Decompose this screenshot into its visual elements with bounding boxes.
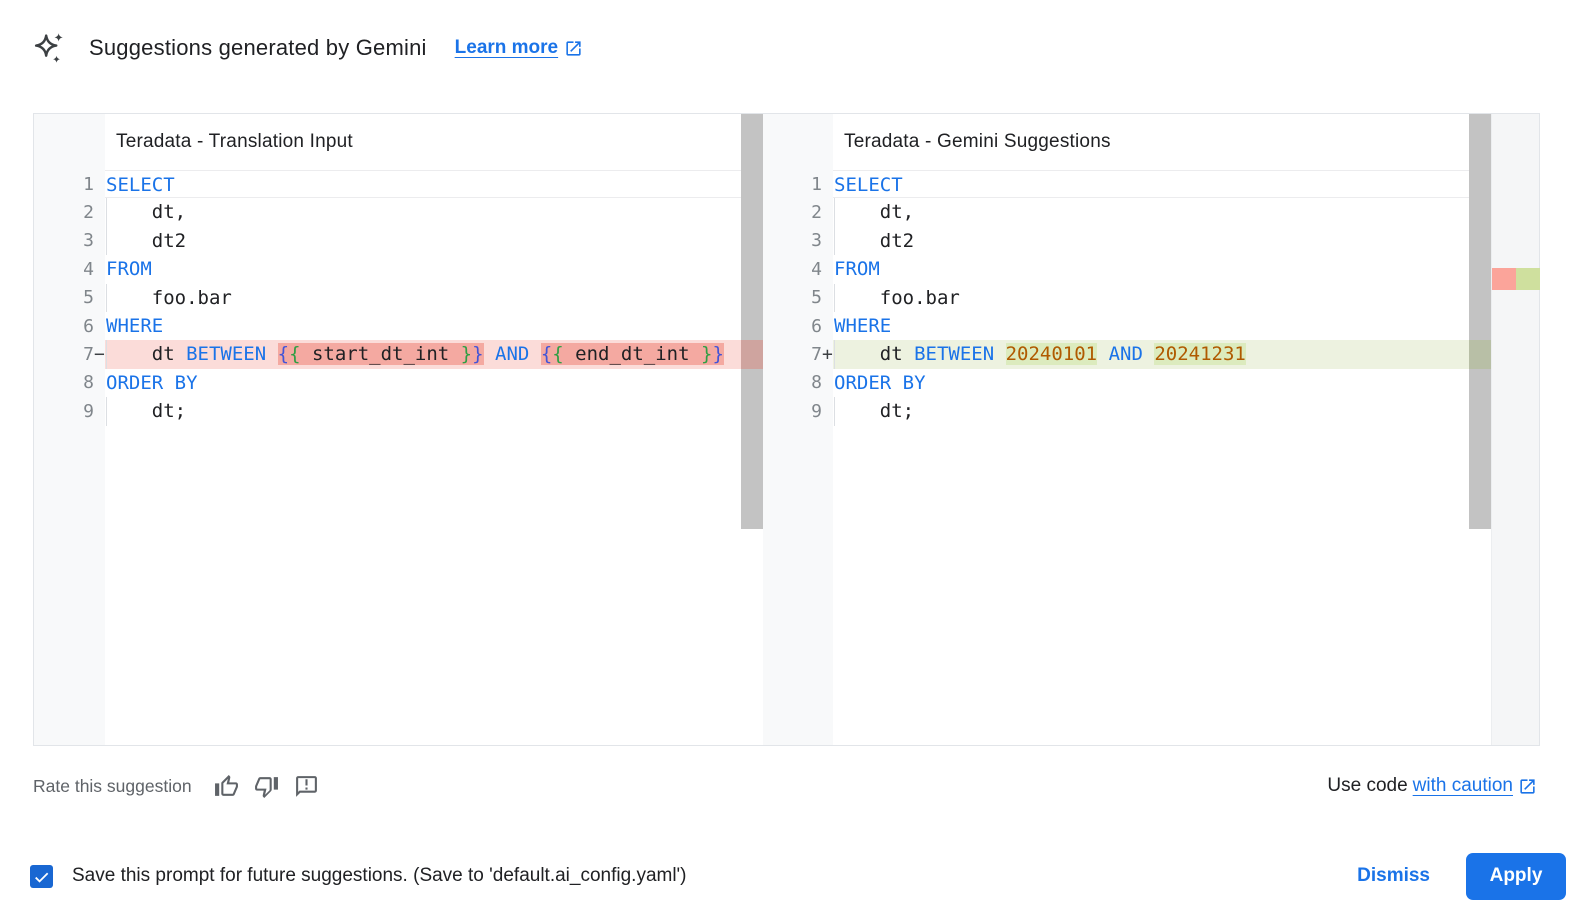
thumbs-up-button[interactable] [214, 774, 239, 799]
code-line: FROM [834, 258, 880, 281]
line-number: 3 [83, 230, 94, 252]
overview-added-marker [1516, 268, 1540, 290]
code-line: WHERE [106, 314, 164, 337]
right-scrollbar[interactable] [1469, 114, 1491, 745]
line-number: 6 [83, 315, 94, 337]
line-number: 2 [811, 202, 822, 224]
rate-row: Rate this suggestion Use code with cauti… [0, 770, 1574, 802]
code-line: SELECT [105, 170, 741, 199]
save-prompt-label: Save this prompt for future suggestions.… [72, 865, 687, 886]
code-panel: 1 2 3 4 5 6 7− 8 9 Teradata - Translation Input … [34, 114, 741, 745]
learn-more-link[interactable]: Learn more [455, 37, 583, 59]
action-bar: Save this prompt for future suggestions.… [0, 852, 1574, 900]
line-number: 2 [83, 202, 94, 224]
external-link-icon [1520, 778, 1535, 794]
line-number: 4 [83, 258, 94, 280]
line-number: 1 [811, 173, 822, 195]
code-line: SELECT [833, 170, 1469, 199]
line-number: 9 [811, 400, 822, 422]
removed-line-scroll-marker [741, 340, 763, 369]
code-line: FROM [106, 258, 152, 281]
code-panel: 1 2 3 4 5 6 7+ 8 9 Teradata - Gemini Suggestions… [763, 114, 1469, 745]
line-number: 4 [811, 258, 822, 280]
line-number-gutter: 1 2 3 4 5 6 7+ 8 9 [763, 114, 833, 745]
external-link-icon [566, 40, 581, 56]
line-number: 8 [811, 372, 822, 394]
code-line: dt BETWEEN 20240101 AND 20241231 [833, 340, 1469, 370]
code-line: dt; [105, 397, 741, 426]
added-line-scroll-marker [1469, 340, 1491, 369]
line-number: 7+ [811, 344, 833, 366]
code-line: ORDER BY [106, 371, 198, 394]
gemini-sparkle-icon [34, 33, 63, 63]
scrollbar-thumb[interactable] [1469, 114, 1491, 529]
left-scrollbar[interactable] [741, 114, 763, 745]
code-line: dt2 [833, 226, 1469, 256]
use-code-caution: Use code with caution [1327, 775, 1537, 797]
line-number: 5 [811, 287, 822, 309]
overview-removed-marker [1492, 268, 1516, 290]
report-feedback-button[interactable] [294, 774, 319, 799]
code-line: foo.bar [833, 283, 1469, 313]
diff-container: 1 2 3 4 5 6 7− 8 9 Teradata - Translation Input … [33, 113, 1540, 746]
diff-overview-ruler[interactable] [1491, 114, 1540, 745]
checkmark-icon [35, 872, 49, 883]
gemini-suggestions-header: Suggestions generated by Gemini Learn mo… [0, 0, 1574, 66]
scrollbar-thumb[interactable] [741, 114, 763, 529]
with-caution-link[interactable]: with caution [1412, 775, 1513, 796]
code-line: dt; [833, 397, 1469, 426]
code-line: WHERE [834, 314, 892, 337]
code-line: foo.bar [105, 283, 741, 313]
thumbs-down-button[interactable] [254, 774, 279, 799]
code-line: ORDER BY [834, 371, 926, 394]
dismiss-button[interactable]: Dismiss [1339, 855, 1448, 897]
line-number: 5 [83, 287, 94, 309]
line-number: 9 [83, 400, 94, 422]
panel-title: Teradata - Gemini Suggestions [844, 131, 1111, 152]
code-line: dt BETWEEN {{ start_dt_int }} AND {{ end… [105, 340, 741, 370]
line-number-gutter: 1 2 3 4 5 6 7− 8 9 [34, 114, 105, 745]
code-line: dt2 [105, 226, 741, 256]
learn-more-label: Learn more [454, 37, 559, 58]
line-number: 6 [811, 315, 822, 337]
code-line: dt, [105, 198, 741, 228]
line-number: 1 [83, 173, 94, 195]
rate-label: Rate this suggestion [33, 775, 192, 796]
panel-title: Teradata - Translation Input [116, 131, 353, 152]
line-number: 8 [83, 372, 94, 394]
line-number: 3 [811, 230, 822, 252]
use-code-text: Use code [1327, 775, 1408, 796]
gemini-suggestions-editor[interactable]: Teradata - Gemini Suggestions SELECT dt,… [833, 114, 1469, 745]
apply-button[interactable]: Apply [1466, 852, 1566, 900]
code-line: dt, [833, 198, 1469, 228]
save-prompt-checkbox[interactable] [30, 864, 53, 888]
translation-input-editor[interactable]: Teradata - Translation Input SELECT dt, … [105, 114, 741, 745]
page-title: Suggestions generated by Gemini [89, 35, 427, 60]
line-number: 7− [83, 344, 105, 366]
